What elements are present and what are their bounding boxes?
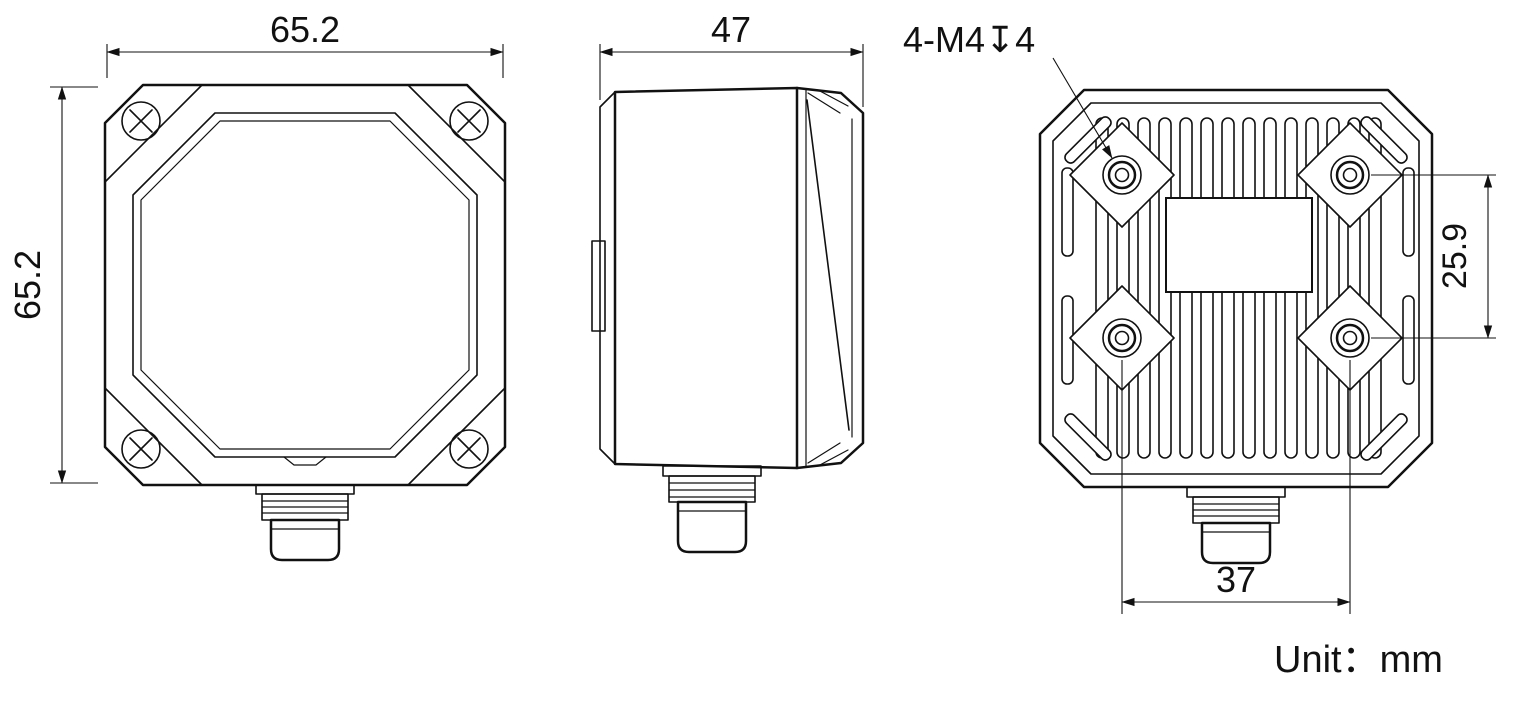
side-left-cap — [599, 91, 616, 465]
corner-screw-top-left — [121, 101, 161, 141]
front-bottom-notch — [283, 456, 327, 466]
mounting-hole-bottom-left — [1102, 318, 1142, 358]
side-left-tab — [591, 240, 606, 332]
horizontal-spacing-label: 37 — [1216, 559, 1256, 600]
front-corner-chamfer-lines — [104, 84, 506, 486]
rear-label-plate — [1165, 197, 1313, 293]
front-width-dimension: 65.2 — [106, 9, 504, 78]
corner-screw-bottom-left — [121, 429, 161, 469]
front-view: 65.2 65.2 — [7, 9, 507, 562]
mounting-hole-top-right — [1330, 155, 1370, 195]
side-view: 47 — [591, 9, 865, 554]
mounting-hole-bottom-right — [1330, 318, 1370, 358]
unit-label: Unit：mm — [1274, 639, 1443, 681]
front-height-label: 65.2 — [7, 250, 48, 320]
side-body — [613, 86, 799, 470]
corner-slots — [1064, 116, 1408, 461]
horizontal-spacing-dimension: 37 — [1121, 360, 1351, 614]
corner-screw-bottom-right — [449, 429, 489, 469]
thread-callout: 4-M4↧4 — [903, 19, 1113, 159]
vertical-spacing-label: 25.9 — [1436, 223, 1474, 289]
front-face-frame — [132, 112, 478, 458]
front-outer-body — [103, 83, 507, 487]
thread-callout-leader — [1052, 57, 1113, 159]
front-width-label: 65.2 — [270, 9, 340, 50]
edge-slots — [1061, 167, 1415, 385]
side-front-face-slant — [806, 99, 850, 431]
front-face-window — [140, 120, 470, 450]
side-depth-dimension: 47 — [599, 9, 864, 107]
front-connector — [255, 484, 355, 562]
vertical-spacing-dimension: 25.9 — [1371, 174, 1496, 339]
front-height-dimension: 65.2 — [7, 86, 98, 484]
side-front-bezel — [795, 86, 865, 470]
rear-view: 4-M4↧4 25.9 37 — [903, 19, 1496, 614]
mounting-hole-top-left — [1102, 155, 1142, 195]
side-corner-facets — [807, 89, 849, 467]
corner-screw-top-right — [449, 101, 489, 141]
side-depth-label: 47 — [711, 9, 751, 50]
rear-connector — [1186, 486, 1286, 565]
rear-inner-frame — [1052, 102, 1420, 475]
thread-callout-label: 4-M4↧4 — [903, 19, 1035, 60]
side-connector — [662, 465, 762, 554]
mounting-holes — [1102, 155, 1370, 358]
rear-outer-body — [1038, 88, 1434, 489]
